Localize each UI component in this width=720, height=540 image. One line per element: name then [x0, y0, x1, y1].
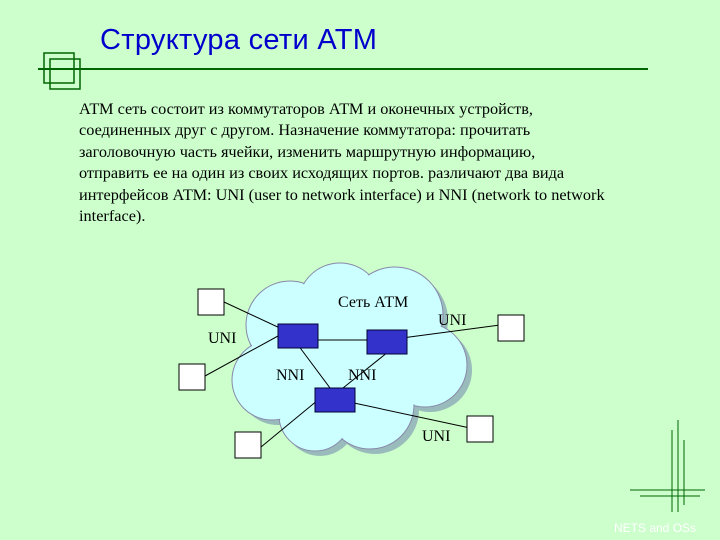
end-device-1	[197, 288, 225, 316]
body-line: интерфейсов АТМ: UNI (user to network in…	[79, 184, 605, 204]
body-line: interface).	[79, 206, 146, 226]
end-device-3	[234, 431, 262, 459]
corner-lines-decoration	[630, 420, 705, 512]
uni-label-right: UNI	[438, 312, 467, 329]
network-links	[204, 301, 501, 448]
atm-switch-1	[277, 323, 319, 349]
atm-switch-2	[366, 329, 408, 355]
uni-label-bottom: UNI	[422, 428, 451, 445]
end-device-5	[466, 415, 494, 443]
cloud-label: Сеть АТМ	[338, 294, 409, 311]
body-line: отправить ее на один из своих исходящих …	[79, 163, 565, 183]
body-line: соединенных друг с другом. Назначение ко…	[79, 120, 531, 140]
body-line: АТМ сеть состоит из коммутаторов АТМ и о…	[79, 99, 533, 118]
end-device-2	[178, 363, 206, 391]
footer-text: NETS and OSs	[614, 521, 697, 535]
end-devices	[178, 288, 525, 459]
nni-label-left: NNI	[276, 367, 305, 384]
uni-label-left: UNI	[208, 330, 237, 347]
end-device-4	[497, 314, 525, 342]
atm-switches	[277, 323, 408, 413]
corner-squares-decoration	[43, 52, 81, 90]
body-line: заголовочную часть ячейки, изменить марш…	[79, 141, 536, 161]
body-paragraph: АТМ сеть состоит из коммутаторов АТМ и о…	[79, 98, 679, 226]
atm-switch-3	[314, 387, 356, 413]
slide-title: Структура сети АТМ	[100, 24, 378, 56]
nni-label-right: NNI	[348, 367, 377, 384]
